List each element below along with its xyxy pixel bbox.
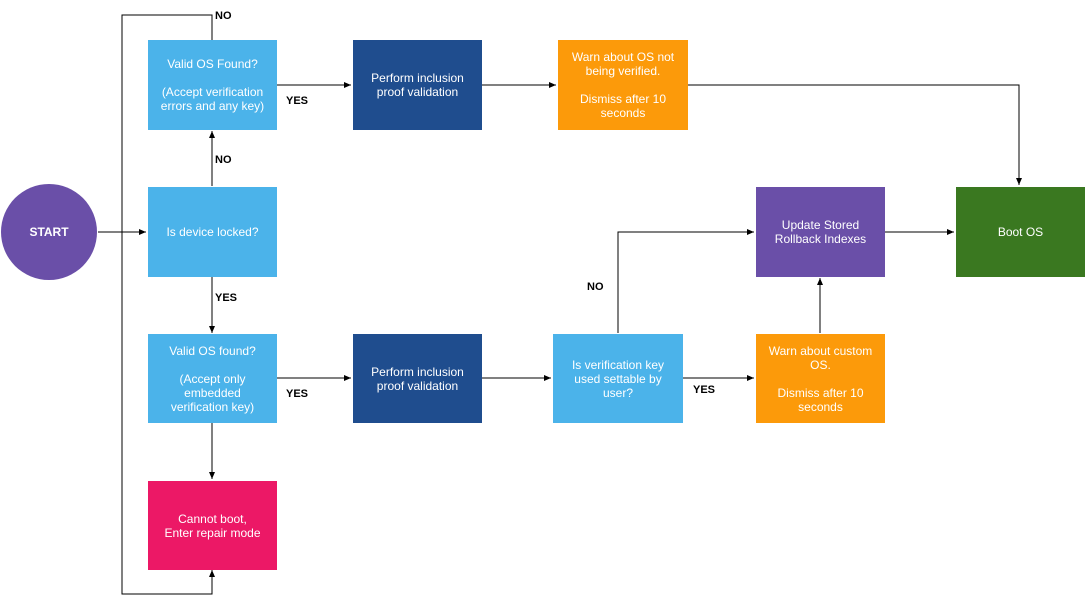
repair-mode-node: Cannot boot, Enter repair mode xyxy=(148,481,277,570)
label-yes-locked: YES xyxy=(215,292,238,304)
warn-custom-os-node: Warn about custom OS. Dismiss after 10 s… xyxy=(756,334,885,423)
valid-os-locked-decision: Valid OS found? (Accept only embedded ve… xyxy=(148,334,277,423)
device-locked-decision: Is device locked? xyxy=(148,187,277,277)
label-yes-key: YES xyxy=(693,384,716,396)
warn-not-verified-node: Warn about OS not being verified. Dismis… xyxy=(558,40,688,130)
key-settable-decision: Is verification key used settable by use… xyxy=(553,334,683,423)
edge-warn-to-boot xyxy=(688,84,1022,185)
boot-os-node: Boot OS xyxy=(956,187,1085,277)
label-yes-bottom: YES xyxy=(286,388,309,400)
inclusion-proof-bottom-node: Perform inclusion proof validation xyxy=(353,334,482,423)
label-no-key: NO xyxy=(587,281,604,293)
label-yes-top: YES xyxy=(286,95,309,107)
start-node: START xyxy=(1,184,97,280)
inclusion-proof-top-node: Perform inclusion proof validation xyxy=(353,40,482,130)
edge-top-no-loop xyxy=(121,14,215,595)
valid-os-unlocked-decision: Valid OS Found? (Accept verification err… xyxy=(148,40,277,130)
label-no-locked: NO xyxy=(215,154,232,166)
label-no-top-loop: NO xyxy=(215,10,232,22)
edge-key-no xyxy=(617,229,754,333)
update-rollback-node: Update Stored Rollback Indexes xyxy=(756,187,885,277)
